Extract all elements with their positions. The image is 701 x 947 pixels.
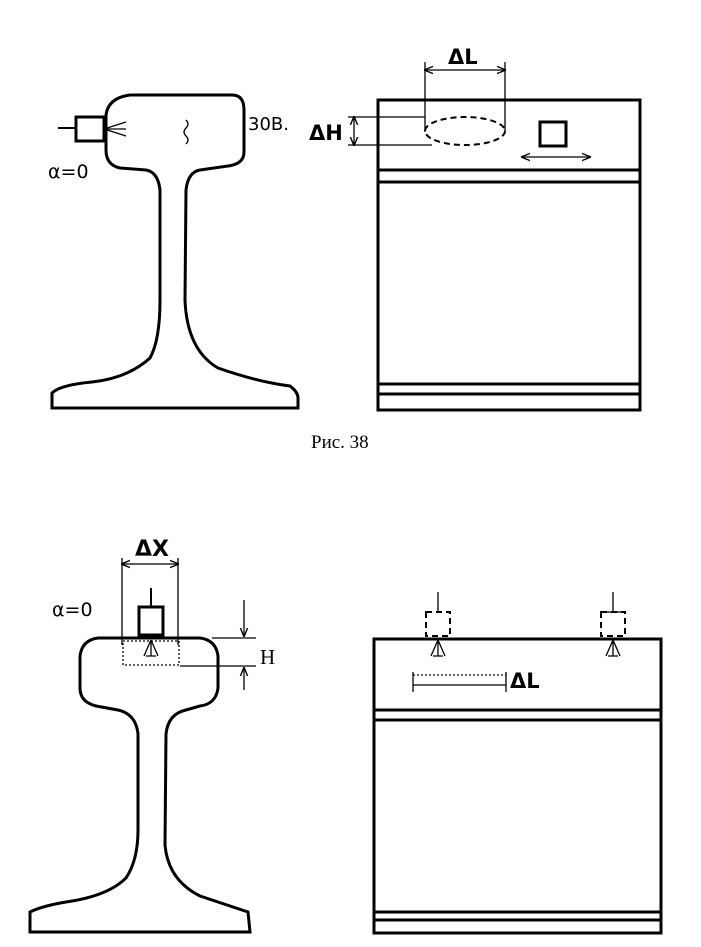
fig1-defect-mark — [183, 119, 189, 145]
fig2-angle-label: α=0 — [52, 599, 93, 621]
fig2-top-probe — [122, 588, 180, 666]
fig1-delta-l-label: ΔL — [448, 45, 478, 69]
fig2-h-dimension: H — [180, 600, 275, 690]
fig1-side-probe — [58, 115, 127, 143]
figure-1: α=0 30В. ΔL ΔH Рис. 38 — [48, 45, 642, 453]
fig2-delta-x-label: ΔX — [135, 537, 169, 562]
figure-2: ΔX H α=0 — [28, 537, 663, 935]
fig2-delta-l-label: ΔL — [510, 669, 540, 693]
fig1-caption: Рис. 38 — [311, 432, 369, 453]
fig1-defect-ellipse — [424, 116, 506, 146]
fig2-rail-side-view — [372, 637, 663, 935]
fig2-probe-position-2 — [600, 592, 626, 657]
fig1-rail-cross-section — [50, 93, 300, 410]
fig2-h-label: H — [260, 645, 275, 669]
fig1-angle-label: α=0 — [48, 161, 89, 183]
fig2-probe-position-1 — [425, 592, 451, 657]
fig2-rail-cross-section — [28, 636, 252, 934]
fig1-delta-l-dimension: ΔL — [425, 45, 505, 132]
fig1-side-label: 30В. — [248, 114, 289, 135]
fig2-delta-l-dimension: ΔL — [412, 669, 540, 693]
fig1-delta-h-label: ΔH — [309, 121, 343, 145]
fig2-delta-x-dimension: ΔX — [122, 537, 178, 645]
fig1-delta-h-dimension: ΔH — [309, 117, 432, 145]
fig1-rail-side-view — [376, 98, 642, 412]
fig1-probe-square — [538, 120, 568, 148]
